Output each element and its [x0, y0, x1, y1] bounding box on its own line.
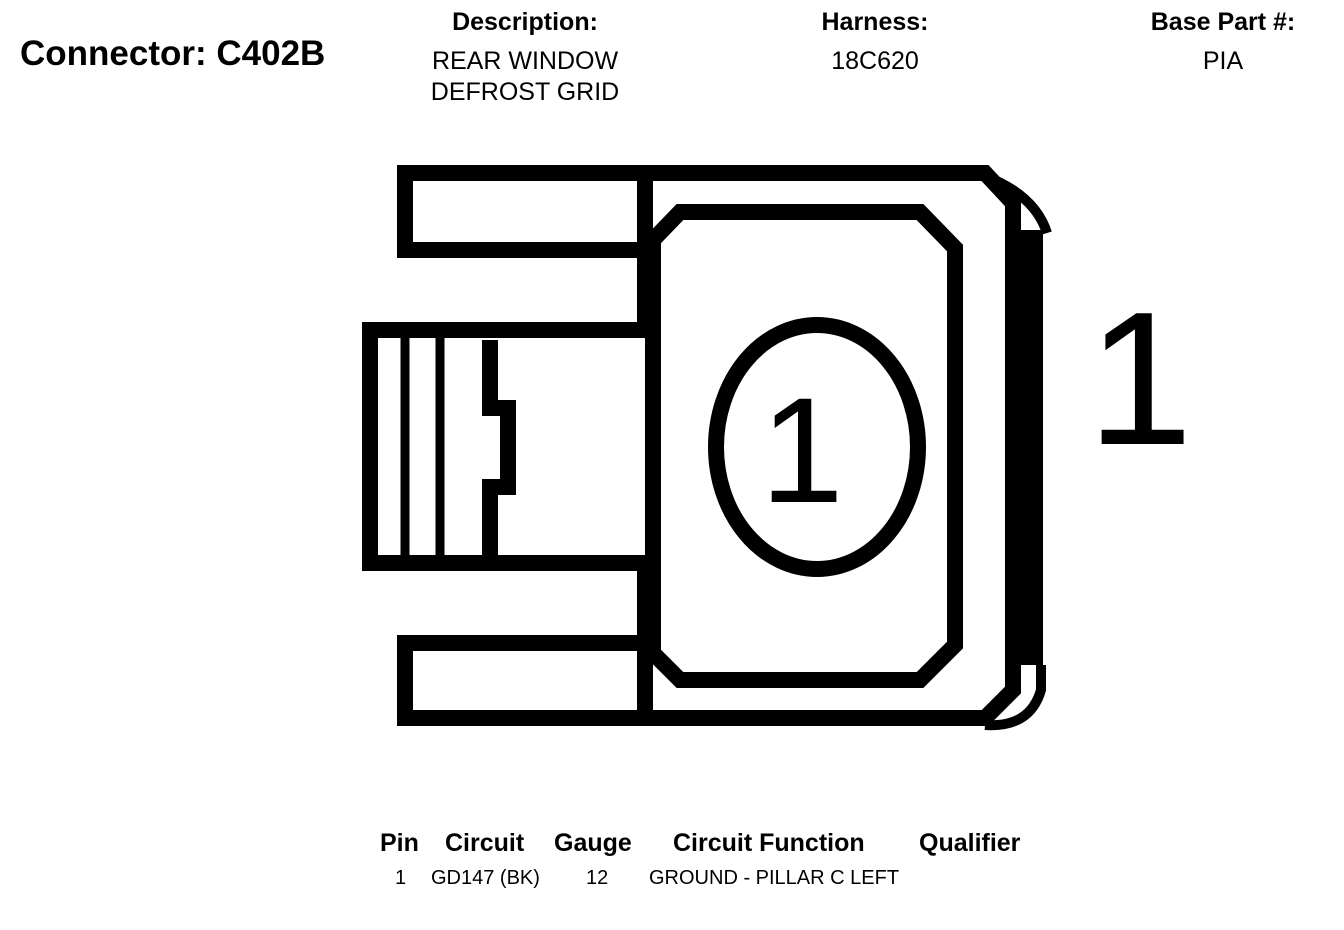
table-header-function: Circuit Function [673, 829, 865, 857]
table-header-circuit: Circuit [445, 829, 525, 857]
row-gauge: 12 [586, 867, 609, 889]
harness-label: Harness: [821, 8, 929, 36]
table-header-gauge: Gauge [554, 829, 632, 857]
pin-cavity-circle [708, 317, 926, 577]
description-line-1: REAR WINDOW [431, 47, 619, 75]
description-line-2: DEFROST GRID [430, 78, 620, 106]
plug-notch [482, 340, 516, 555]
pin-cavity-number: 1 [760, 366, 843, 534]
left-plug-outline [362, 322, 645, 571]
lock-edge-curve-top [983, 171, 1052, 235]
connector-diagram: 1 1 [362, 165, 1193, 731]
base-part-value: PIA [1202, 47, 1244, 75]
base-part-label: Base Part #: [1150, 8, 1296, 36]
bottom-latch-tab [397, 635, 645, 726]
top-latch-tab [397, 165, 645, 258]
side-pin-number: 1 [1087, 273, 1193, 485]
harness-value: 18C620 [831, 47, 919, 75]
connector-body-outline [645, 165, 1021, 726]
row-function: GROUND - PILLAR C LEFT [649, 867, 900, 889]
table-header-pin: Pin [380, 829, 419, 857]
lock-edge-curve-bottom [984, 665, 1046, 731]
row-circuit: GD147 (BK) [431, 867, 540, 889]
row-pin: 1 [395, 867, 407, 889]
connector-title: Connector: C402B [20, 34, 326, 73]
description-value: REAR WINDOW DEFROST GRID [395, 46, 655, 108]
description-label: Description: [452, 8, 598, 36]
cavity-frame [645, 204, 963, 688]
table-header-qualifier: Qualifier [919, 829, 1021, 857]
